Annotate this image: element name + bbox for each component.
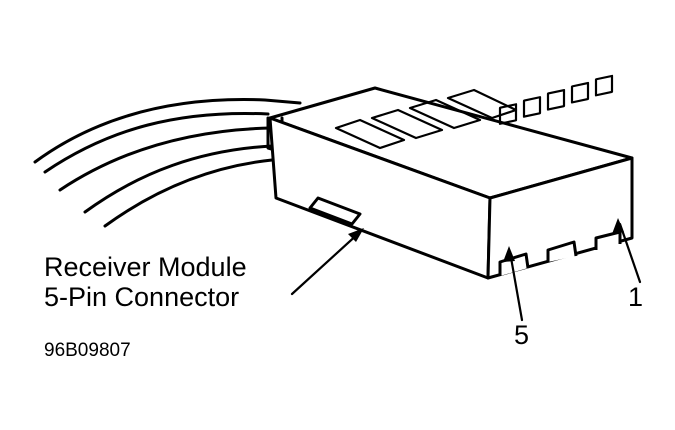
callout-label-line1: Receiver Module [44,252,247,282]
pin1-arrowhead [612,218,624,234]
pin-cavity [594,74,614,97]
locking-rib [408,98,482,130]
wire [83,144,274,214]
pin-cavities [498,74,614,125]
locking-rib [370,108,444,140]
latch-tab [308,196,362,226]
connector-housing [266,74,634,280]
pin-1-label: 1 [628,282,643,312]
pin5-leader [508,250,524,322]
pin-cavity [570,81,590,104]
callout-arrowhead [348,228,364,242]
wire [33,98,302,164]
pin-5-label: 5 [514,320,529,350]
pin5-arrowhead [503,246,515,262]
figure-id: 96B09807 [44,340,131,361]
wire [43,112,270,174]
pin-cavity [546,88,566,111]
pin1-leader [618,222,642,284]
callout-label-line2: 5-Pin Connector [44,282,239,312]
wire [58,126,272,192]
callout-leader [290,230,362,296]
wire-harness [33,98,302,228]
leader-lines [290,218,642,322]
locking-rib [334,118,406,150]
wire [103,158,274,228]
pin-cavity [522,96,542,118]
pin-cavity [498,103,518,125]
